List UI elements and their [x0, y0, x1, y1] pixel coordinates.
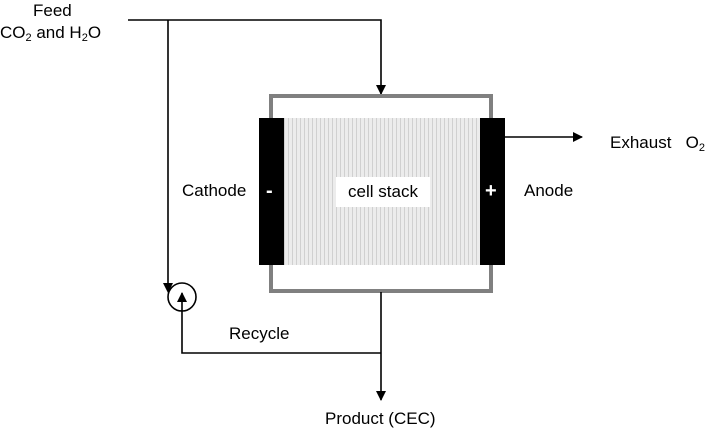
feed-co-subscript: 2 — [25, 32, 32, 44]
cathode-label: Cathode — [182, 181, 247, 200]
recycle-label: Recycle — [229, 324, 290, 343]
feed-label: Feed — [33, 1, 72, 20]
feed-and-h-text: and H — [31, 23, 82, 42]
feed-composition-label: CO2 and H2O — [0, 24, 101, 44]
exhaust-species-subscript: 2 — [698, 142, 705, 154]
top-manifold — [269, 94, 493, 118]
exhaust-label: Exhaust O2 — [610, 134, 705, 154]
product-label: Product (CEC) — [325, 409, 436, 428]
anode-label: Anode — [524, 181, 574, 200]
cell-stack-label: cell stack — [336, 177, 430, 207]
bottom-manifold — [269, 265, 493, 293]
feed-line — [128, 19, 386, 95]
recycle-line — [177, 292, 381, 354]
cathode-electrode — [259, 118, 284, 265]
exhaust-text: Exhaust — [610, 133, 672, 152]
exhaust-species: O — [685, 133, 699, 152]
feed-co-text: CO — [0, 23, 26, 42]
anode-plus-sign: + — [485, 180, 497, 202]
cathode-minus-sign: - — [266, 180, 273, 202]
feed-o-text: O — [87, 23, 102, 42]
feed-h-subscript: 2 — [81, 32, 88, 44]
anode-electrode — [480, 118, 505, 265]
pump-inlet-arrow-icon — [163, 283, 173, 293]
